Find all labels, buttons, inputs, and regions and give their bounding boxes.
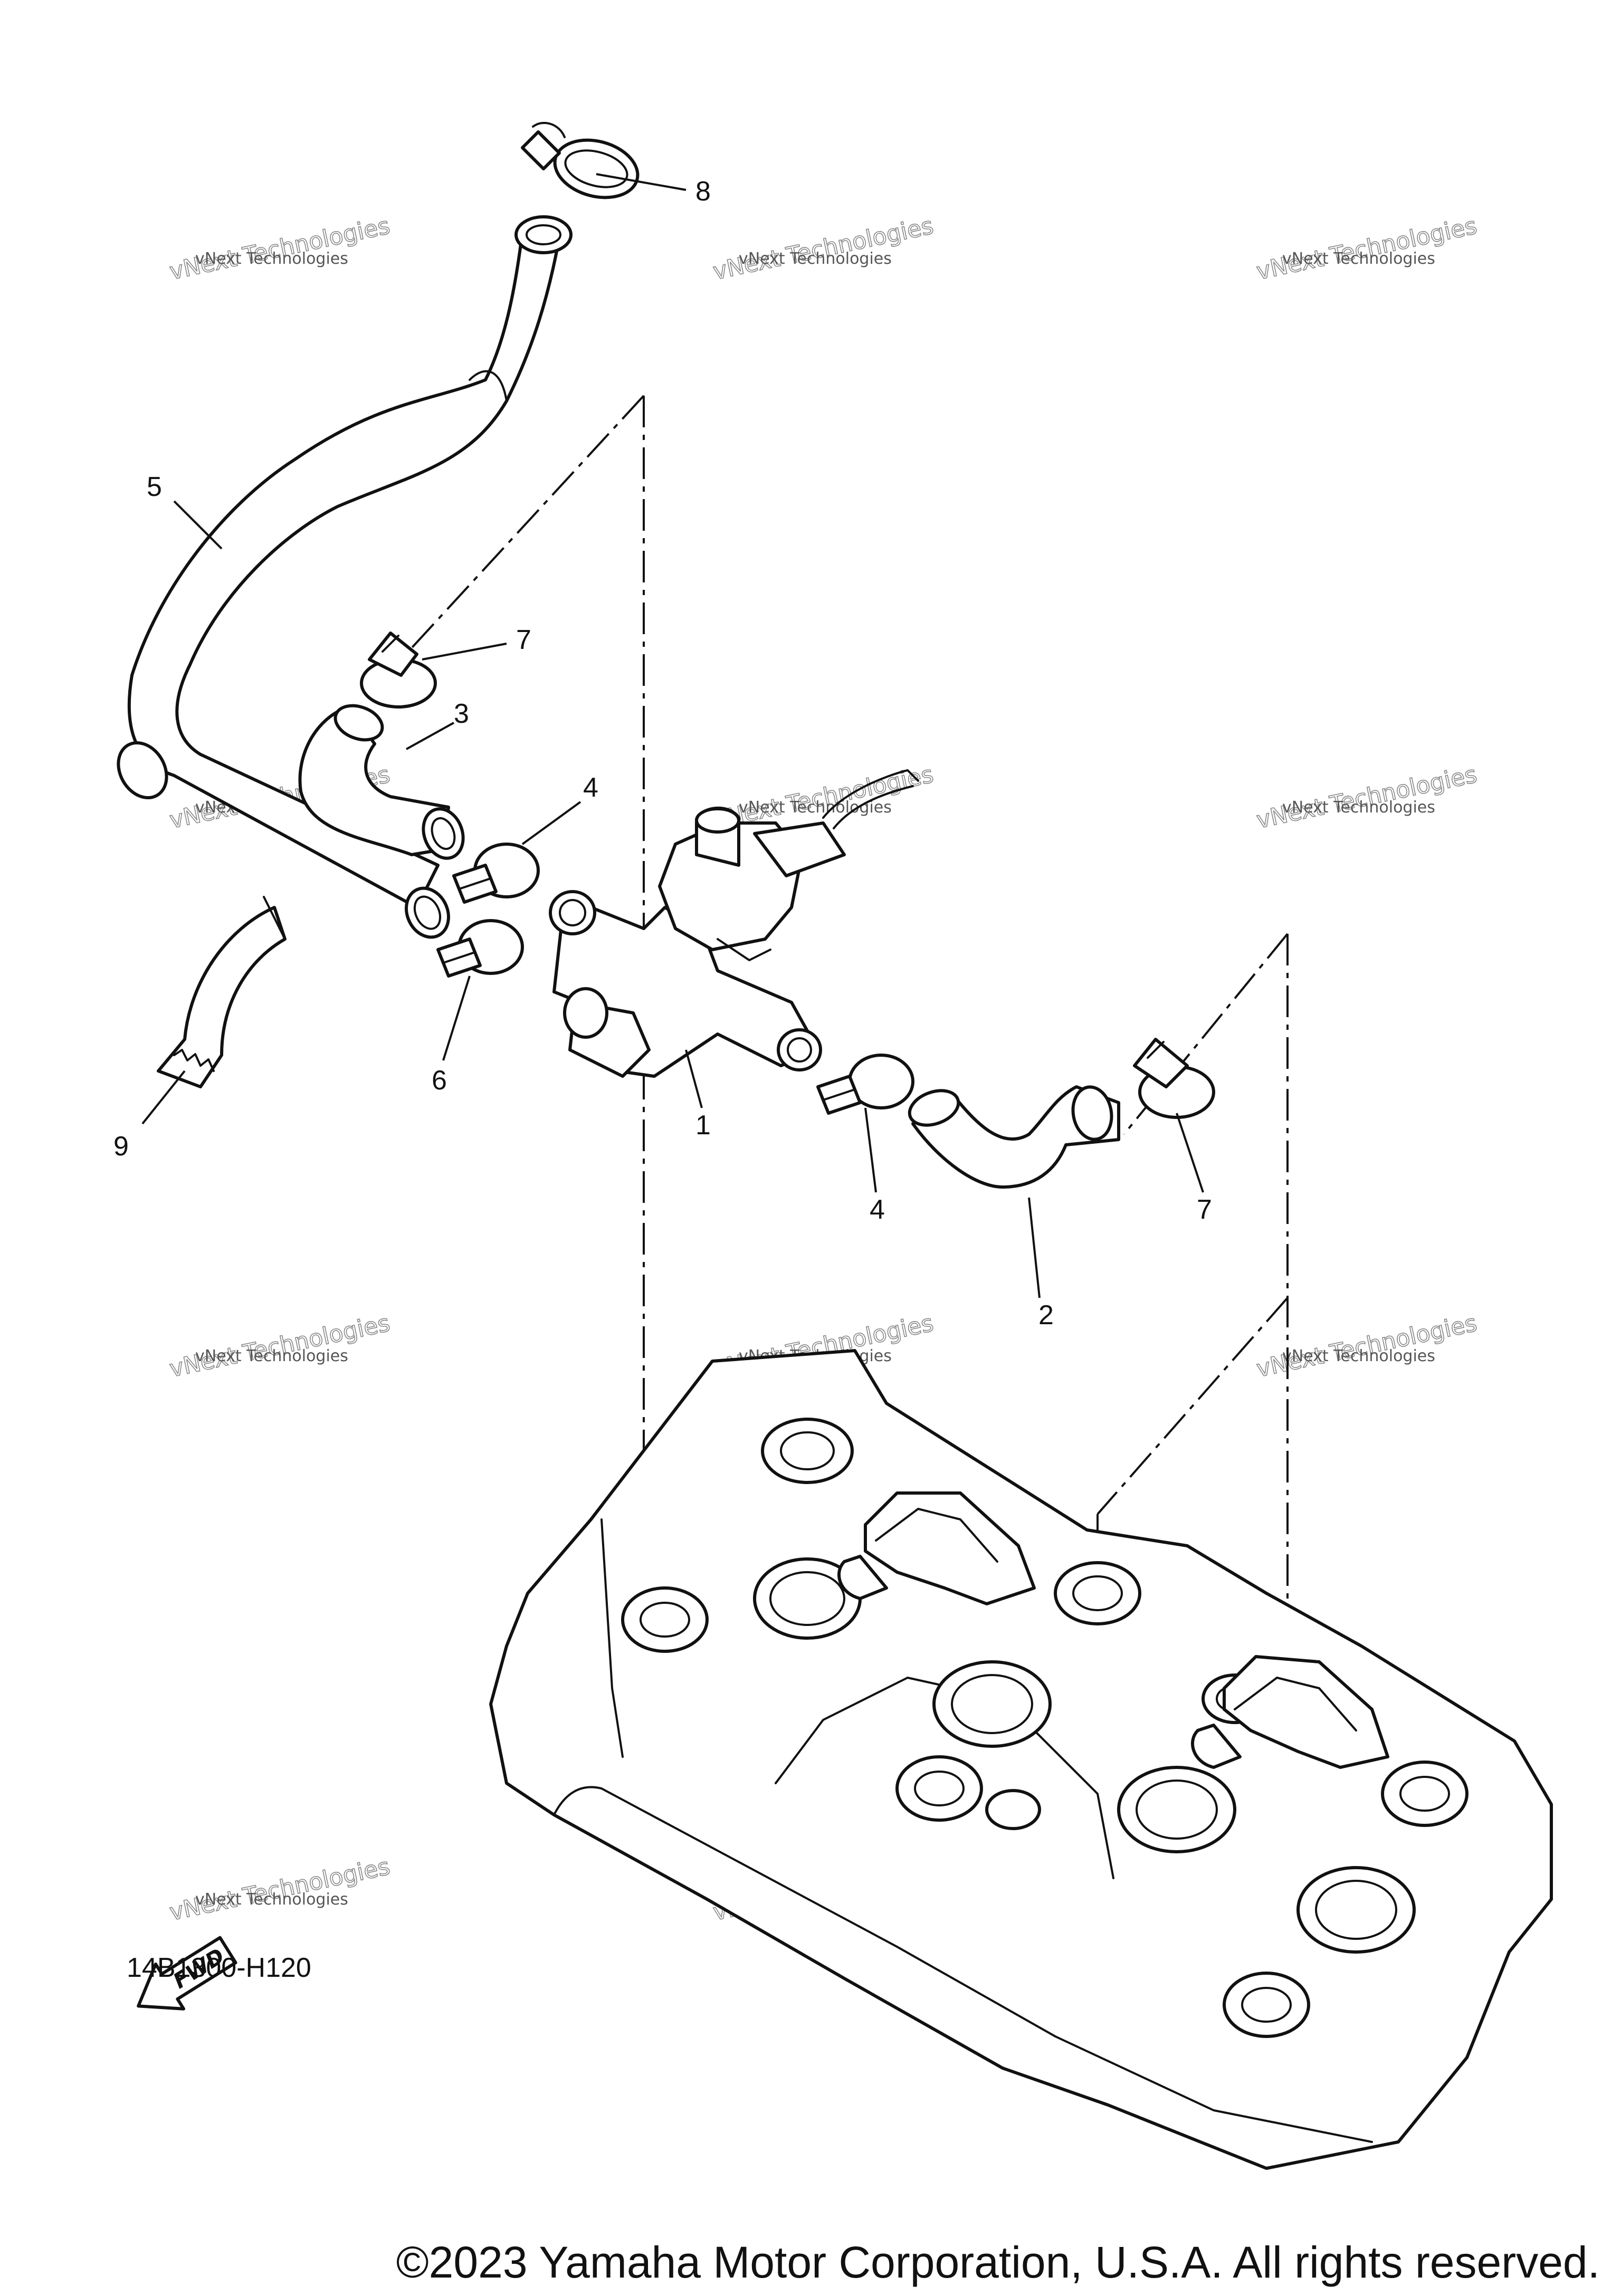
watermark-text: vNext Technologies (1282, 798, 1435, 817)
callout-4-lower: 4 (870, 1194, 885, 1225)
watermark-text: vNext Technologies (167, 1309, 392, 1382)
callout-8: 8 (695, 176, 711, 207)
cylinder-head-cover (489, 1349, 1553, 2170)
callout-4-upper: 4 (583, 772, 598, 803)
watermark-text: vNext Technologies (167, 212, 392, 285)
clamp-part-7-lower (1133, 1038, 1215, 1119)
diagram-code: 14B1300-H120 (127, 1953, 311, 1983)
watermark-text: vNext Technologies (711, 212, 936, 285)
watermark-text: vNext Technologies (1254, 212, 1479, 285)
clamp-part-4-left (452, 843, 540, 904)
hose-part-2 (908, 1085, 1120, 1189)
callout-7-upper: 7 (516, 625, 531, 655)
clamp-part-6 (436, 919, 524, 978)
watermark-text: vNext Technologies (739, 250, 892, 268)
reed-valve-housings (837, 1491, 1389, 1769)
clamp-part-7-upper (360, 632, 437, 709)
callout-labels: 1 2 3 4 4 5 6 7 7 8 9 (113, 176, 1212, 1331)
band-part-9 (157, 896, 287, 1088)
callout-5: 5 (147, 472, 162, 502)
clamp-part-8 (521, 121, 640, 199)
hose-part-3 (298, 704, 465, 860)
callout-7-lower: 7 (1197, 1194, 1212, 1225)
watermark-text: vNext Technologies (195, 1347, 348, 1365)
leader-lines (141, 173, 1204, 1298)
watermark-text: vNext Technologies (195, 1890, 348, 1909)
watermark-text: vNext Technologies (1282, 250, 1435, 268)
valve-part-1 (549, 769, 919, 1078)
callout-9: 9 (113, 1131, 129, 1162)
callout-3: 3 (454, 699, 469, 729)
callout-1: 1 (695, 1110, 711, 1141)
watermark-text: vNext Technologies (167, 1853, 392, 1926)
watermark-text: vNext Technologies (1282, 1347, 1435, 1365)
callout-6: 6 (432, 1065, 447, 1096)
clamp-part-4-right (816, 1054, 914, 1115)
watermark-text: vNext Technologies (195, 250, 348, 268)
spark-plug-holes (621, 1418, 1469, 2038)
watermark-text: vNext Technologies (739, 798, 892, 817)
hose-part-5 (117, 215, 573, 939)
copyright-notice: ©2023 Yamaha Motor Corporation, U.S.A. A… (396, 2237, 1600, 2287)
callout-2: 2 (1038, 1300, 1054, 1331)
watermark-text: vNext Technologies (1254, 761, 1479, 834)
